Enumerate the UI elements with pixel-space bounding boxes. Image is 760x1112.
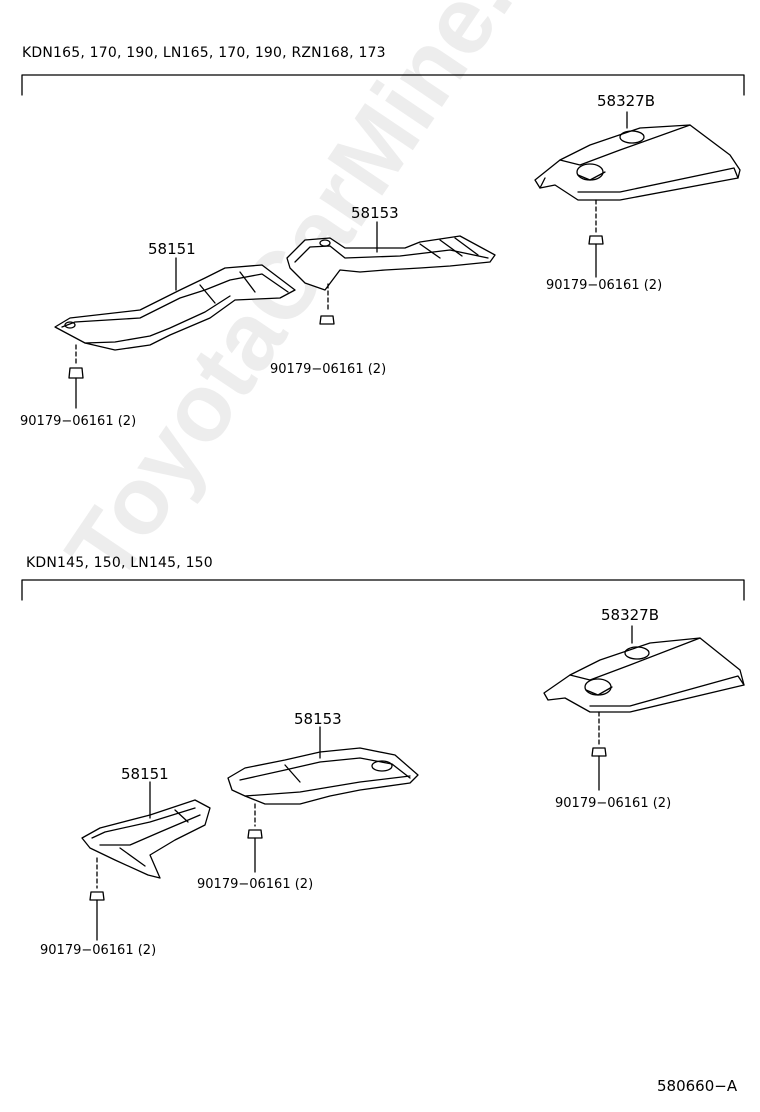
section1-part-58153-label: 58153 bbox=[351, 204, 399, 222]
section2-part-58151-shape bbox=[81, 799, 211, 879]
section2-bracket bbox=[21, 579, 745, 601]
section1-bracket bbox=[21, 74, 745, 96]
section1-58151-clip-shape bbox=[68, 367, 84, 409]
section1-part-58151-shape bbox=[54, 264, 296, 351]
section2-part-58327b-shape bbox=[543, 637, 745, 713]
section1-58327b-clip-shape bbox=[588, 235, 604, 278]
section2-part-58151-label: 58151 bbox=[121, 765, 169, 783]
section1-clip-58153-label: 90179−06161 (2) bbox=[270, 362, 387, 377]
section2-clip-58151-label: 90179−06161 (2) bbox=[40, 943, 157, 958]
section2-clip-58327b-label: 90179−06161 (2) bbox=[555, 796, 672, 811]
section2-58153-clip-shape bbox=[247, 829, 263, 873]
section2-part-58327b-label: 58327B bbox=[601, 606, 660, 624]
section2-58151-clip-shape bbox=[89, 891, 105, 941]
section1-part-58153-shape bbox=[286, 235, 496, 291]
section2-header: KDN145, 150, LN145, 150 bbox=[26, 555, 213, 571]
section1-part-58327b-label: 58327B bbox=[597, 92, 656, 110]
section2-part-58153-label: 58153 bbox=[294, 710, 342, 728]
section2-58327b-clip-shape bbox=[591, 747, 607, 791]
section1-header: KDN165, 170, 190, LN165, 170, 190, RZN16… bbox=[22, 45, 386, 61]
section1-clip-58327b-label: 90179−06161 (2) bbox=[546, 278, 663, 293]
section2-part-58153-shape bbox=[227, 747, 419, 805]
section1-part-58327b-shape bbox=[534, 124, 741, 201]
section1-58153-clip-shape bbox=[319, 315, 335, 325]
section2-clip-58153-label: 90179−06161 (2) bbox=[197, 877, 314, 892]
figure-code: 580660−A bbox=[657, 1077, 738, 1095]
section1-clip-58151-label: 90179−06161 (2) bbox=[20, 414, 137, 429]
section1-part-58151-label: 58151 bbox=[148, 240, 196, 258]
